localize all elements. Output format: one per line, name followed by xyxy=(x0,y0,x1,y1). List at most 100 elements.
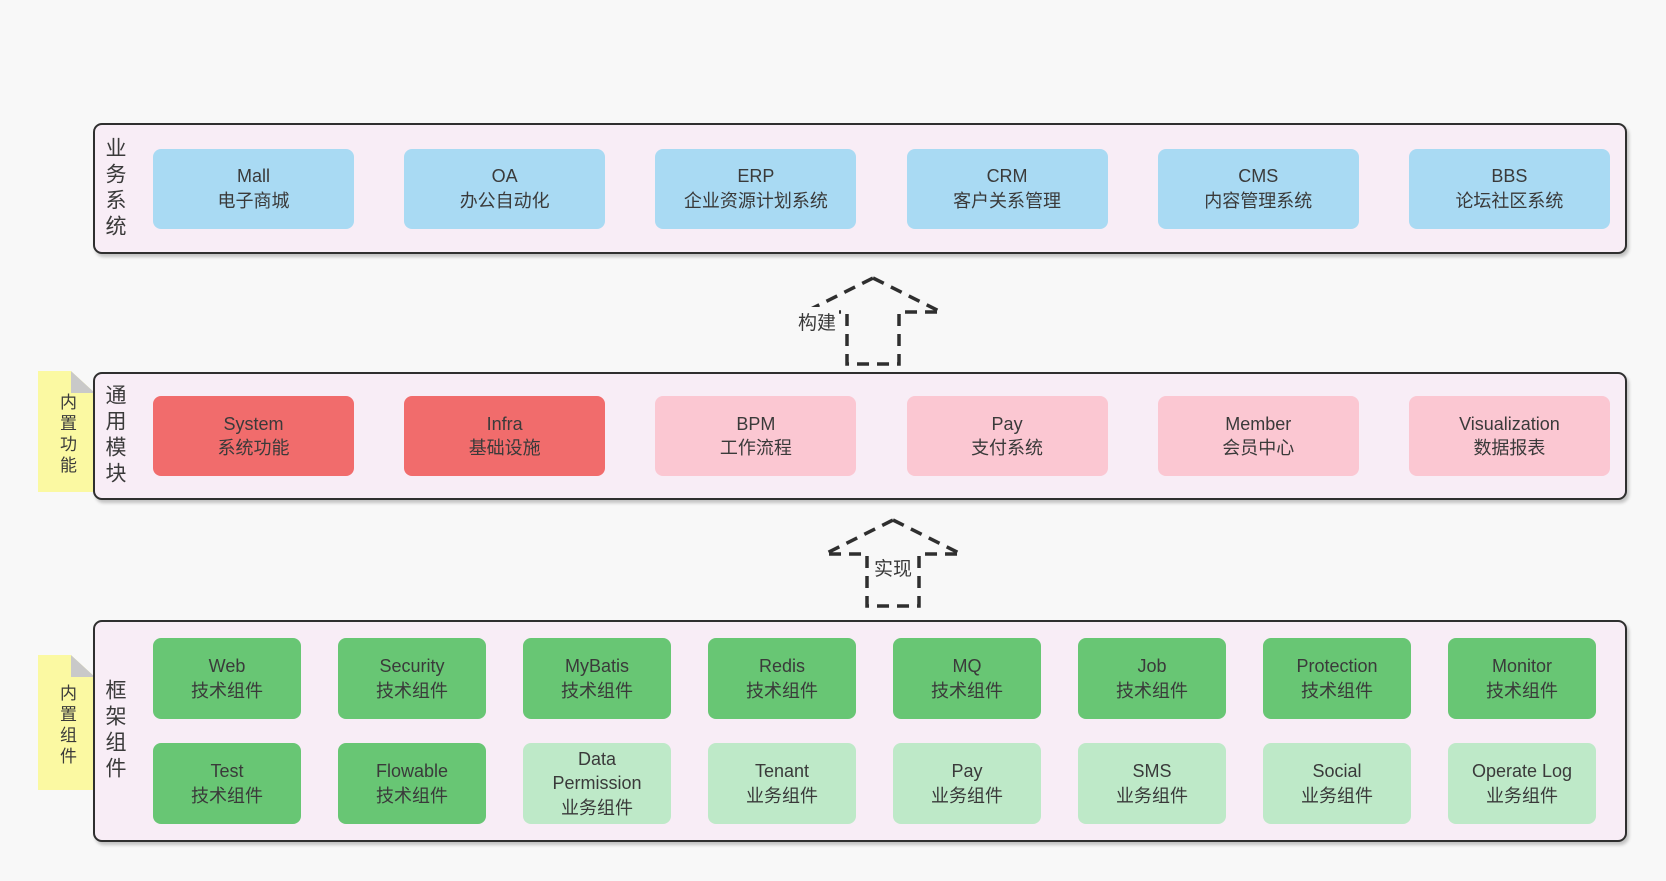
module-box: SMS 业务组件 xyxy=(1078,743,1226,824)
module-subtitle: 技术组件 xyxy=(1116,680,1188,701)
module-title: System xyxy=(223,413,284,434)
module-box: Infra 基础设施 xyxy=(404,396,606,476)
module-subtitle: 技术组件 xyxy=(191,785,263,806)
note-label: 内置组件 xyxy=(57,683,76,768)
module-subtitle: 业务组件 xyxy=(561,797,633,818)
box-rows: System 系统功能 Infra 基础设施 BPM 工作流程 Pay 支付系统… xyxy=(153,374,1625,498)
module-subtitle: 技术组件 xyxy=(376,680,448,701)
module-title: OA xyxy=(491,166,518,187)
module-box: BPM 工作流程 xyxy=(655,396,857,476)
module-title: Social xyxy=(1312,761,1362,782)
module-title: Operate Log xyxy=(1471,761,1573,782)
note-label: 内置功能 xyxy=(57,392,76,477)
module-box: MyBatis 技术组件 xyxy=(523,638,671,719)
module-subtitle: 支付系统 xyxy=(971,438,1044,458)
layer-label: 框架组件 xyxy=(103,679,126,783)
module-box: Protection 技术组件 xyxy=(1263,638,1411,719)
module-box: System 系统功能 xyxy=(153,396,354,476)
module-box: ERP 企业资源计划系统 xyxy=(655,148,857,229)
layer-common-modules: 通用模块 System 系统功能 Infra 基础设施 BPM 工作流程 Pay… xyxy=(93,372,1627,500)
module-box: Visualization 数据报表 xyxy=(1408,396,1610,476)
module-subtitle: 业务组件 xyxy=(931,785,1003,806)
box-row: Web 技术组件 Security 技术组件 MyBatis 技术组件 Redi… xyxy=(153,638,1596,719)
folded-corner-icon xyxy=(71,655,95,677)
sticky-note-builtin-components: 内置组件 xyxy=(38,655,95,790)
module-subtitle: 会员中心 xyxy=(1222,438,1295,458)
layer-business-systems: 业务系统 Mall 电子商城 OA 办公自动化 ERP 企业资源计划系统 CRM… xyxy=(93,123,1627,254)
module-subtitle: 工作流程 xyxy=(719,438,792,458)
module-title: Flowable xyxy=(375,761,449,782)
module-box: BBS 论坛社区系统 xyxy=(1408,148,1610,229)
build-arrow: 构建 xyxy=(795,276,943,366)
module-box: Operate Log 业务组件 xyxy=(1448,743,1596,824)
module-subtitle: 业务组件 xyxy=(746,785,818,806)
implement-arrow: 实现 xyxy=(823,518,963,608)
module-title: Infra xyxy=(486,413,523,434)
module-title: BBS xyxy=(1491,166,1528,187)
module-subtitle: 技术组件 xyxy=(1301,680,1373,701)
module-box: Member 会员中心 xyxy=(1157,396,1359,476)
module-box: Test 技术组件 xyxy=(153,743,301,824)
module-title: Visualization xyxy=(1459,413,1560,434)
module-subtitle: 客户关系管理 xyxy=(953,190,1062,211)
module-subtitle: 技术组件 xyxy=(191,680,263,701)
module-box: CMS 内容管理系统 xyxy=(1157,148,1359,229)
module-title: Monitor xyxy=(1491,656,1553,677)
module-title: BPM xyxy=(736,413,776,434)
module-subtitle: 技术组件 xyxy=(1486,680,1558,701)
box-rows: Mall 电子商城 OA 办公自动化 ERP 企业资源计划系统 CRM 客户关系… xyxy=(153,125,1625,252)
box-row: Test 技术组件 Flowable 技术组件 Data Permission … xyxy=(153,743,1596,824)
module-title: SMS xyxy=(1132,761,1172,782)
module-title: Job xyxy=(1137,656,1167,677)
module-box: Data Permission 业务组件 xyxy=(523,743,671,824)
module-title: Pay xyxy=(991,413,1023,434)
module-box: Security 技术组件 xyxy=(338,638,486,719)
module-box: Pay 支付系统 xyxy=(906,396,1108,476)
module-title: Pay xyxy=(951,761,983,782)
module-box: Job 技术组件 xyxy=(1078,638,1226,719)
module-box: Pay 业务组件 xyxy=(893,743,1041,824)
module-subtitle: 技术组件 xyxy=(561,680,633,701)
module-subtitle: 企业资源计划系统 xyxy=(683,190,828,211)
sticky-note-builtin-features: 内置功能 xyxy=(38,371,95,492)
module-title: MyBatis xyxy=(564,656,629,677)
layer-label: 业务系统 xyxy=(103,136,126,241)
box-rows: Web 技术组件 Security 技术组件 MyBatis 技术组件 Redi… xyxy=(153,622,1625,840)
arrow-label: 实现 xyxy=(870,553,916,582)
module-box: Redis 技术组件 xyxy=(708,638,856,719)
module-box: Social 业务组件 xyxy=(1263,743,1411,824)
module-title: Redis xyxy=(758,656,806,677)
module-title: MQ xyxy=(952,656,982,677)
module-title: Tenant xyxy=(754,761,810,782)
module-title: ERP xyxy=(737,166,775,187)
module-box: Mall 电子商城 xyxy=(153,148,354,229)
module-subtitle: 业务组件 xyxy=(1486,785,1558,806)
module-box: Tenant 业务组件 xyxy=(708,743,856,824)
arrow-label: 构建 xyxy=(795,307,840,336)
module-subtitle: 技术组件 xyxy=(376,785,448,806)
module-title: Member xyxy=(1225,413,1292,434)
module-box: Web 技术组件 xyxy=(153,638,301,719)
module-subtitle: 数据报表 xyxy=(1473,438,1546,458)
dashed-up-arrow-icon xyxy=(824,518,962,608)
layer-framework-components: 框架组件 Web 技术组件 Security 技术组件 MyBatis 技术组件… xyxy=(93,620,1627,842)
module-box: OA 办公自动化 xyxy=(404,148,606,229)
module-title: Mall xyxy=(236,166,270,187)
module-subtitle: 办公自动化 xyxy=(459,190,550,211)
module-box: CRM 客户关系管理 xyxy=(906,148,1108,229)
module-subtitle: 业务组件 xyxy=(1301,785,1373,806)
module-subtitle: 内容管理系统 xyxy=(1204,190,1313,211)
module-box: Monitor 技术组件 xyxy=(1448,638,1596,719)
module-subtitle: 技术组件 xyxy=(931,680,1003,701)
module-subtitle: 论坛社区系统 xyxy=(1455,190,1564,211)
module-title: Data Permission xyxy=(552,749,642,794)
folded-corner-icon xyxy=(71,371,95,393)
module-box: MQ 技术组件 xyxy=(893,638,1041,719)
module-title: CRM xyxy=(986,166,1028,187)
module-title: Web xyxy=(208,656,246,677)
module-subtitle: 业务组件 xyxy=(1116,785,1188,806)
box-row: Mall 电子商城 OA 办公自动化 ERP 企业资源计划系统 CRM 客户关系… xyxy=(153,148,1610,229)
layer-label: 通用模块 xyxy=(103,384,126,488)
module-subtitle: 技术组件 xyxy=(746,680,818,701)
module-subtitle: 基础设施 xyxy=(468,438,541,458)
